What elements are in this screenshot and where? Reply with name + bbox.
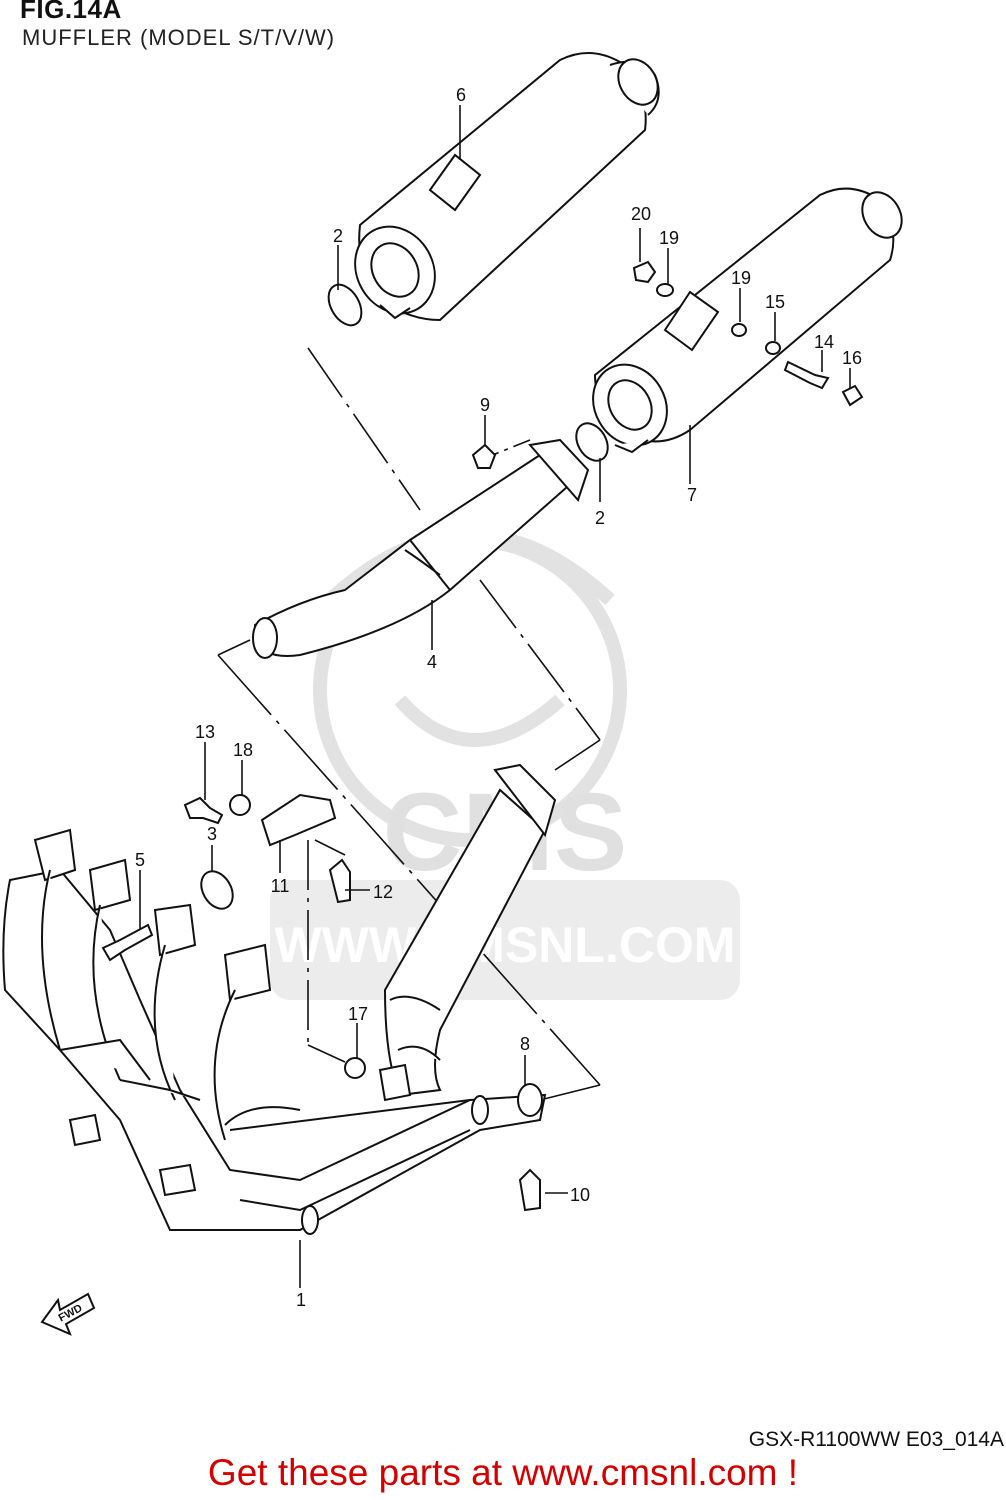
bolt-12 — [328, 858, 351, 904]
washer-19b — [731, 323, 747, 337]
mount-clamp — [378, 1063, 412, 1102]
promo-banner[interactable]: Get these parts at www.cmsnl.com ! — [207, 1452, 799, 1493]
gasket-2-upper — [327, 283, 363, 327]
callout-8: 8 — [520, 1034, 530, 1054]
alignment-lines — [217, 347, 601, 1101]
leader-lines — [139, 105, 851, 1288]
callout-19-a: 19 — [659, 228, 679, 248]
callout-17: 17 — [348, 1004, 368, 1024]
callout-12: 12 — [373, 882, 393, 902]
nut-20 — [632, 260, 657, 284]
washer-15 — [765, 341, 781, 355]
bolt-10 — [518, 1168, 541, 1212]
callout-19-b: 19 — [731, 268, 751, 288]
callout-16: 16 — [842, 348, 862, 368]
cushion-8 — [517, 1083, 543, 1117]
callout-6: 6 — [456, 85, 466, 105]
watermark-banner — [270, 880, 740, 1000]
bolt-13 — [183, 796, 224, 825]
cap-16 — [841, 384, 864, 407]
model-code: GSX-R1100WW E03_014A — [748, 1428, 1004, 1451]
fwd-arrow-icon — [40, 1292, 96, 1336]
callout-14: 14 — [814, 332, 834, 352]
figure-title: FIG.14A — [20, 0, 122, 24]
watermark-smile — [394, 694, 565, 747]
bolt-5 — [101, 923, 154, 962]
callout-2-lower: 2 — [595, 508, 605, 528]
callout-13: 13 — [195, 722, 215, 742]
link-pipe — [252, 438, 590, 659]
bolt-14 — [783, 360, 830, 390]
callout-5: 5 — [135, 850, 145, 870]
center-pipe — [383, 763, 557, 1097]
callout-20: 20 — [631, 204, 651, 224]
callout-4: 4 — [427, 652, 437, 672]
callout-2-upper: 2 — [333, 226, 343, 246]
callout-9: 9 — [480, 395, 490, 415]
nut-9 — [471, 443, 497, 469]
muffler-upper — [354, 51, 660, 322]
watermark-url: WWW.CMSNL.COM — [274, 917, 735, 973]
exhaust-headers — [2, 828, 547, 1235]
callout-18: 18 — [233, 740, 253, 760]
callout-10: 10 — [570, 1185, 590, 1205]
gasket-3 — [200, 870, 234, 910]
fwd-arrow: FWD — [40, 1292, 96, 1336]
washer-19a — [656, 283, 674, 297]
callout-11: 11 — [271, 876, 290, 896]
callout-15: 15 — [765, 292, 785, 312]
figure-subtitle: MUFFLER (MODEL S/T/V/W) — [22, 25, 336, 50]
callouts: 1 2 2 3 4 5 6 7 8 9 10 11 12 13 14 15 16… — [135, 85, 862, 1310]
bracket-11 — [260, 793, 337, 847]
collar-17 — [344, 1057, 366, 1079]
callout-1: 1 — [296, 1290, 306, 1310]
callout-7: 7 — [687, 485, 697, 505]
callout-3: 3 — [207, 824, 217, 844]
muffler-lower — [592, 187, 903, 454]
collar-18 — [229, 794, 251, 816]
gasket-2-lower — [575, 422, 609, 462]
small-parts — [101, 260, 864, 1212]
